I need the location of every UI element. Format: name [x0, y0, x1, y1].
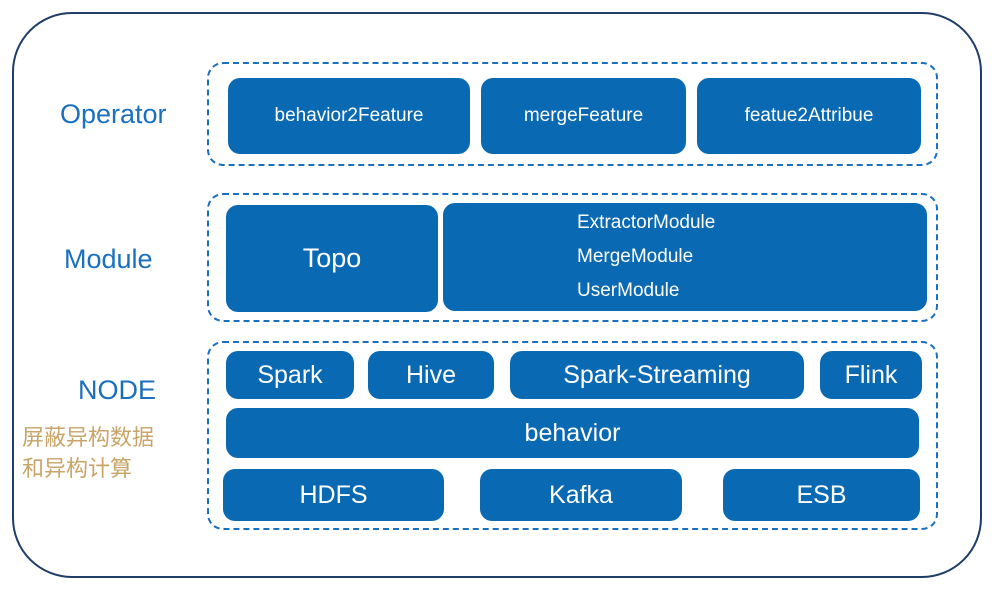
layer-label-module: Module [64, 244, 153, 274]
heterogeneity-note: 屏蔽异构数据 和异构计算 [22, 423, 154, 485]
module-extractor: ExtractorModule [577, 212, 716, 233]
operator-group [207, 62, 938, 166]
note-line-2: 和异构计算 [22, 457, 133, 482]
engine-flink: Flink [820, 351, 922, 399]
architecture-container [12, 12, 982, 578]
module-merge: MergeModule [577, 246, 694, 267]
module-list-box: ExtractorModule MergeModule UserModule [443, 203, 927, 311]
operator-featue2attribue: featue2Attribue [697, 78, 921, 154]
source-esb: ESB [723, 469, 920, 521]
operator-behavior2feature: behavior2Feature [228, 78, 470, 154]
engine-spark-streaming: Spark-Streaming [510, 351, 804, 399]
engine-spark: Spark [226, 351, 354, 399]
layer-label-operator: Operator [60, 99, 167, 129]
module-user: UserModule [577, 280, 680, 301]
source-kafka: Kafka [480, 469, 682, 521]
engine-hive: Hive [368, 351, 494, 399]
module-topo: Topo [226, 205, 438, 312]
source-hdfs: HDFS [223, 469, 444, 521]
module-group [207, 193, 938, 322]
operator-mergefeature: mergeFeature [481, 78, 686, 154]
note-line-1: 屏蔽异构数据 [22, 426, 155, 451]
node-group [207, 341, 938, 530]
layer-label-node: NODE [78, 375, 157, 405]
behavior-layer: behavior [226, 408, 919, 458]
